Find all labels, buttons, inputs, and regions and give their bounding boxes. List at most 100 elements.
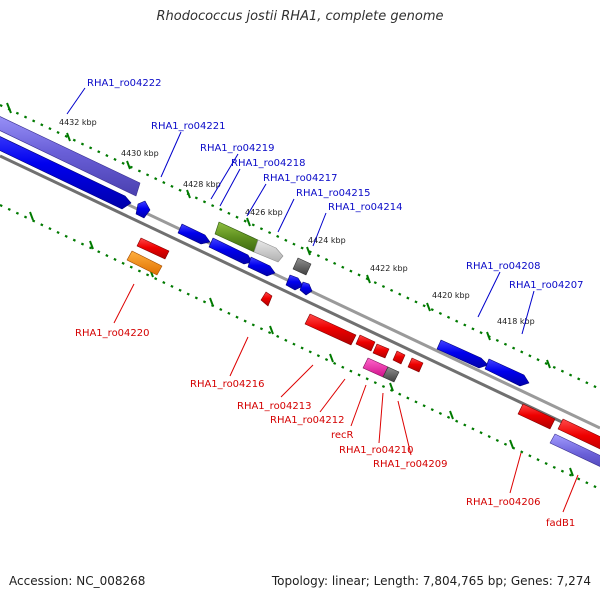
leader-line <box>521 290 535 335</box>
gene-arrow-ro04207 <box>484 358 530 387</box>
leader-line <box>219 168 241 207</box>
major-tick <box>186 189 191 199</box>
gene-arrow-ro04215 <box>247 256 276 277</box>
gene-arrow-ro04206 <box>517 403 556 430</box>
major-tick <box>306 246 311 256</box>
kbp-label: 4424 kbp <box>308 236 346 245</box>
map-title: Rhodococcus jostii RHA1, complete genome <box>156 9 444 24</box>
gene-arrow-ro04218 <box>177 223 211 245</box>
leader-line <box>477 271 501 318</box>
gene-label[interactable]: RHA1_ro04207 <box>509 280 584 291</box>
reverse-tick-track <box>0 204 600 490</box>
reverse-leaders <box>113 283 579 513</box>
gene-arrow-ro04220 <box>136 237 170 260</box>
leader-line <box>277 198 295 233</box>
gene-label[interactable]: RHA1_ro04222 <box>87 78 162 89</box>
gene-arrow-ro04219 <box>135 200 151 219</box>
kbp-label: 4426 kbp <box>245 208 283 217</box>
leader-line <box>312 212 327 247</box>
major-tick <box>486 331 491 341</box>
leader-line <box>160 131 182 178</box>
leader-line <box>319 378 346 413</box>
gene-arrow-orange <box>126 250 163 276</box>
forward-major-ticks <box>6 102 551 369</box>
leader-line <box>350 384 367 427</box>
kbp-label: 4420 kbp <box>432 291 470 300</box>
major-tick <box>329 353 334 363</box>
leader-line <box>113 283 135 324</box>
gene-label[interactable]: RHA1_ro04216 <box>190 379 265 390</box>
major-tick <box>29 211 34 221</box>
leader-line <box>562 474 579 513</box>
genome-summary-text: Topology: linear; Length: 7,804,765 bp; … <box>271 574 591 588</box>
gene-label[interactable]: RHA1_ro04210 <box>339 445 414 456</box>
major-tick <box>389 382 394 392</box>
gene-label[interactable]: RHA1_ro04214 <box>328 202 403 213</box>
kbp-label: 4418 kbp <box>497 317 535 326</box>
leader-line <box>378 392 384 444</box>
leader-line <box>509 452 522 494</box>
major-tick <box>449 410 454 420</box>
gene-arrow-ro04212 <box>355 334 376 352</box>
major-tick <box>66 132 71 142</box>
gene-label[interactable]: RHA1_ro04220 <box>75 328 150 339</box>
gene-arrow-ro04217 <box>208 237 253 265</box>
major-tick <box>126 160 131 170</box>
leader-line <box>280 364 314 398</box>
forward-genes <box>0 116 530 387</box>
gene-arrow-light <box>253 239 284 263</box>
gene-label[interactable]: RHA1_ro04218 <box>231 158 306 169</box>
gene-label[interactable]: RHA1_ro04219 <box>200 143 275 154</box>
gene-arrow-grey-rev <box>382 366 400 383</box>
reverse-major-ticks <box>29 211 574 477</box>
gene-label[interactable]: RHA1_ro04206 <box>466 497 541 508</box>
gene-arrow-red-edge <box>557 418 600 450</box>
gene-arrow-ro04221 <box>0 136 132 210</box>
gene-arrow-ro04213 <box>304 313 357 346</box>
gene-label[interactable]: RHA1_ro04215 <box>296 188 371 199</box>
reverse-gene-labels: RHA1_ro04220 RHA1_ro04216 RHA1_ro04213 R… <box>75 328 575 529</box>
reverse-genes <box>126 237 600 467</box>
gene-label[interactable]: RHA1_ro04212 <box>270 415 345 426</box>
gene-arrow-ro04214b <box>299 281 313 296</box>
gene-arrow-recR-b <box>392 350 406 365</box>
major-tick <box>209 297 214 307</box>
gene-arrow-fadB1 <box>549 433 600 467</box>
leader-line <box>66 87 86 115</box>
leader-line <box>246 183 267 217</box>
accession-text: Accession: NC_008268 <box>9 574 146 588</box>
kbp-label: 4428 kbp <box>183 180 221 189</box>
gene-arrow-ro04216 <box>260 291 273 307</box>
leader-line <box>229 336 249 377</box>
major-tick <box>546 359 551 369</box>
leader-line <box>397 400 412 456</box>
gene-label[interactable]: RHA1_ro04217 <box>263 173 338 184</box>
kbp-labels: 4432 kbp 4430 kbp 4428 kbp 4426 kbp 4424… <box>59 118 535 326</box>
gene-arrow-ro04214a <box>285 274 304 291</box>
gene-label[interactable]: RHA1_ro04209 <box>373 459 448 470</box>
kbp-label: 4432 kbp <box>59 118 97 127</box>
major-tick <box>509 439 514 449</box>
gene-label[interactable]: RHA1_ro04208 <box>466 261 541 272</box>
major-tick <box>426 302 431 312</box>
gene-label[interactable]: fadB1 <box>546 518 575 529</box>
forward-gene-labels: RHA1_ro04222 RHA1_ro04221 RHA1_ro04219 R… <box>87 78 584 291</box>
major-tick <box>569 467 574 477</box>
gene-label[interactable]: RHA1_ro04221 <box>151 121 226 132</box>
major-tick <box>269 325 274 335</box>
gene-arrow-ro04208 <box>436 339 489 369</box>
forward-leaders <box>66 87 535 335</box>
major-tick <box>366 274 371 284</box>
gene-label[interactable]: recR <box>331 430 354 441</box>
kbp-label: 4422 kbp <box>370 264 408 273</box>
gene-arrow-recR-a <box>372 343 390 359</box>
major-tick <box>246 217 251 227</box>
gene-label[interactable]: RHA1_ro04213 <box>237 401 312 412</box>
major-tick <box>89 240 94 250</box>
gene-arrow-purple <box>0 116 141 197</box>
leader-line <box>210 153 239 200</box>
gene-arrow-ro04209 <box>407 357 424 373</box>
major-tick <box>6 102 12 114</box>
